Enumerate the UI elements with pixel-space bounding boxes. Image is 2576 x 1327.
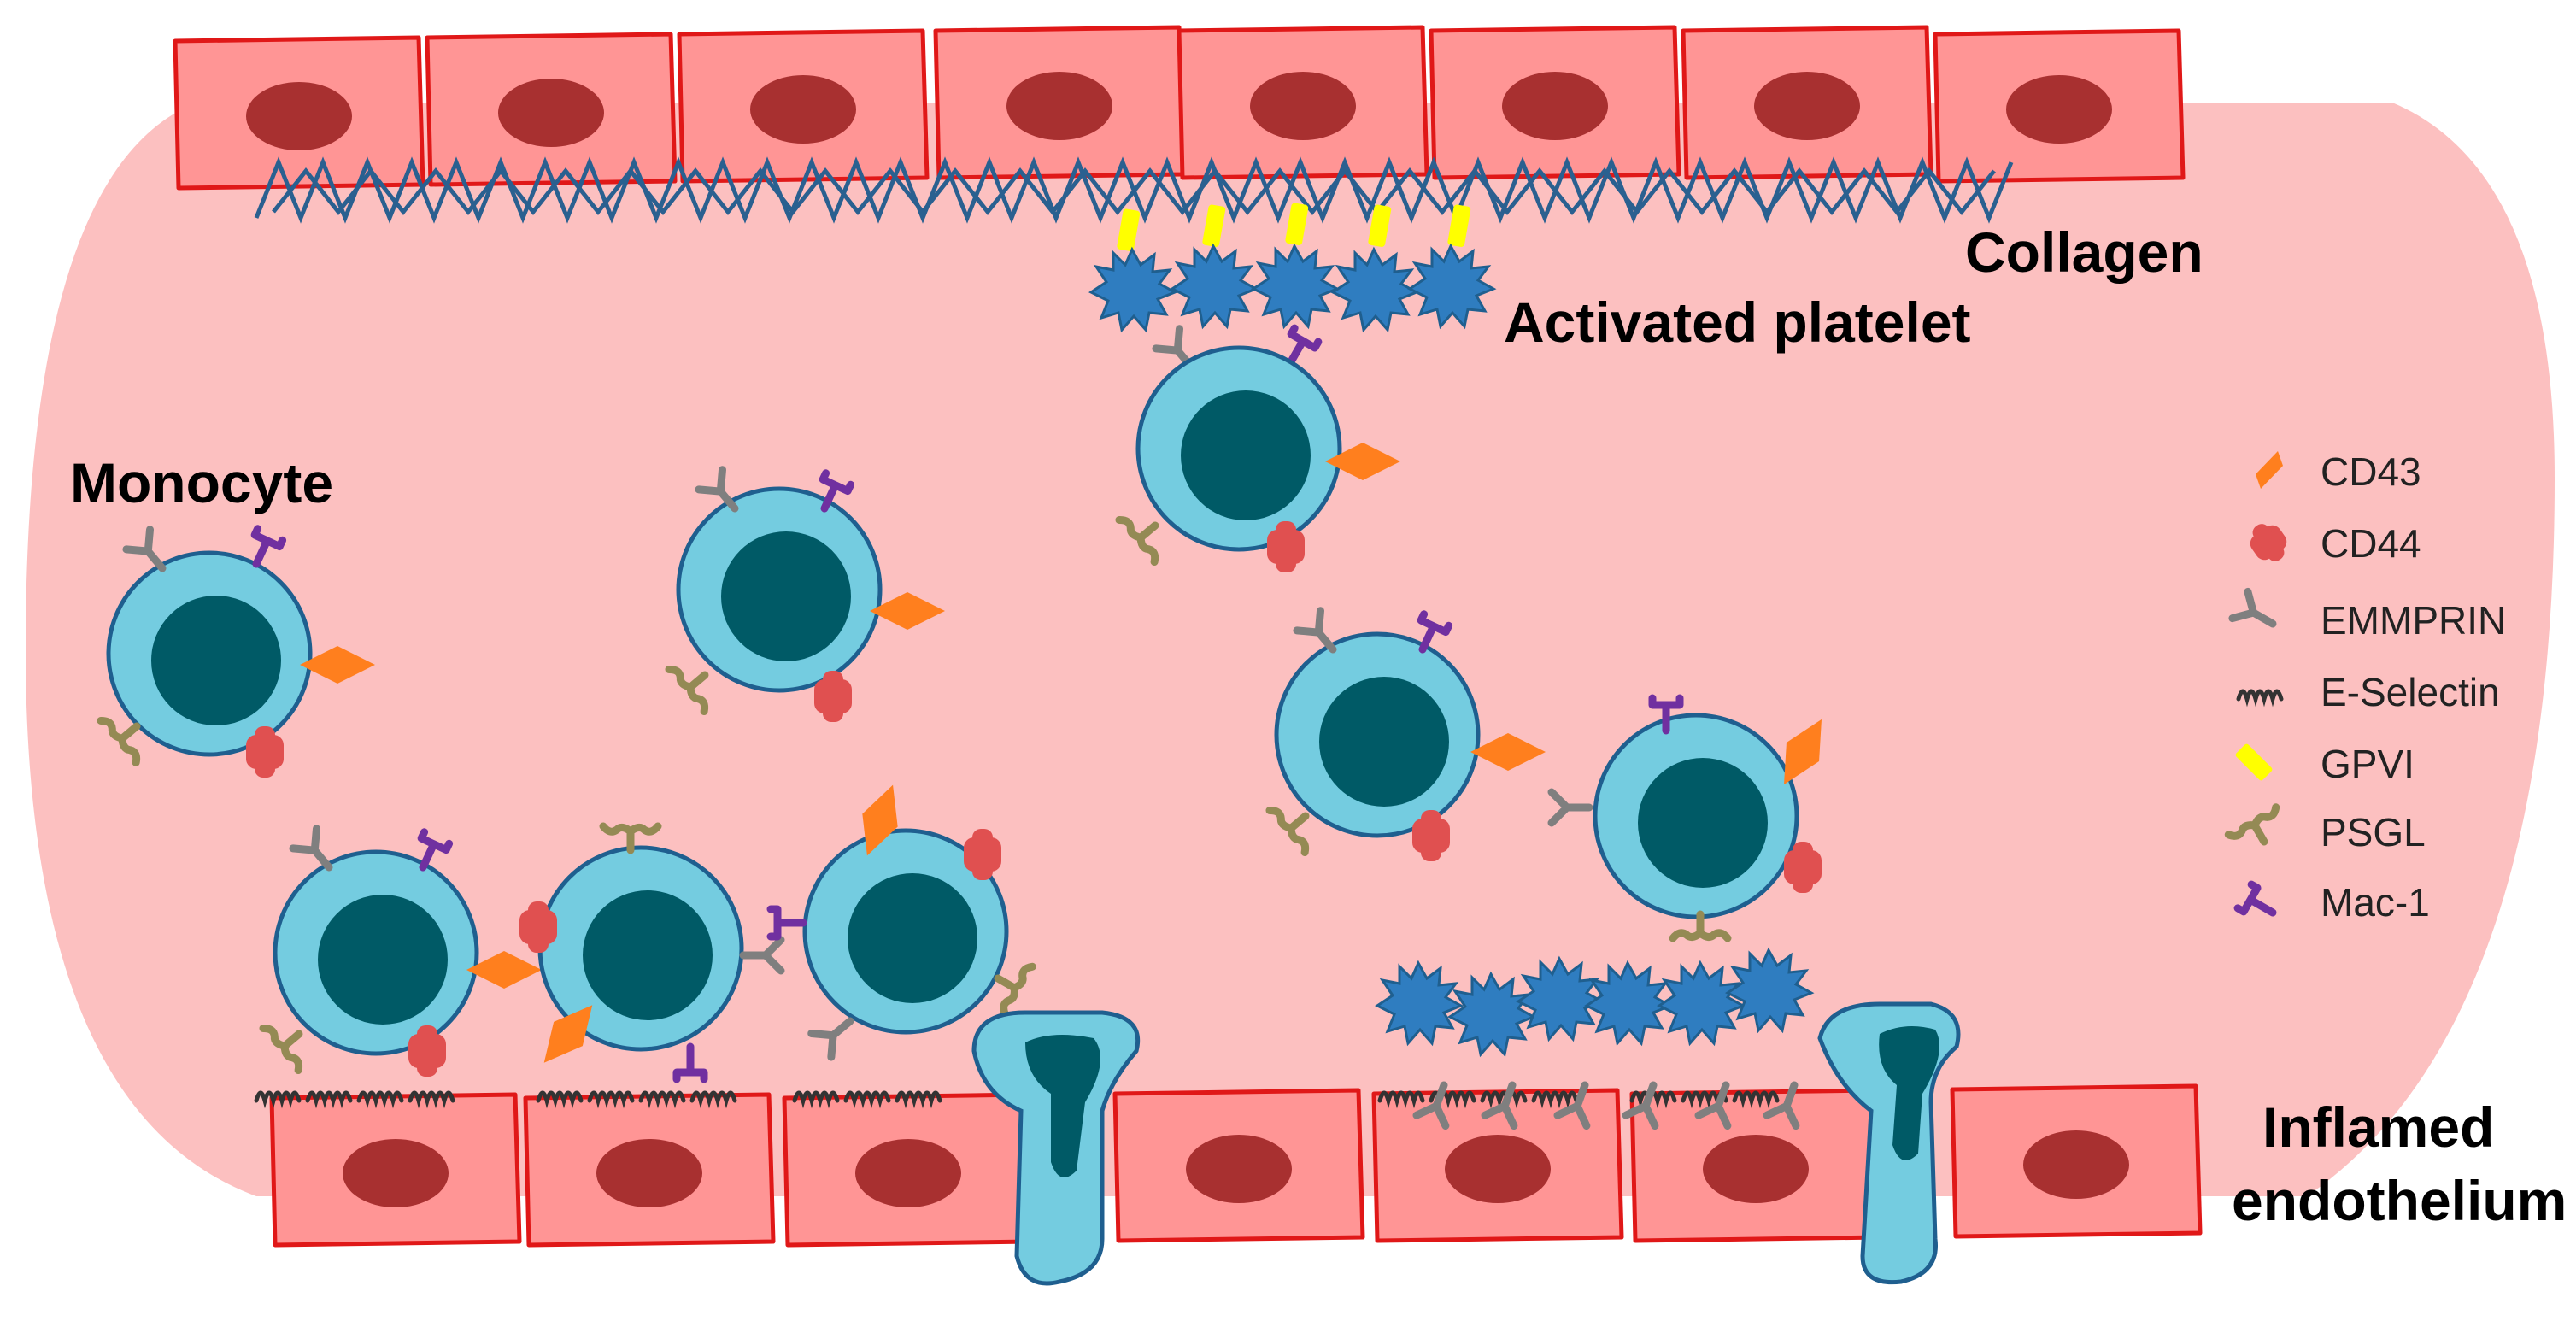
- endothelial-cell: [1632, 1090, 1880, 1241]
- transmigrating-monocyte-1: [971, 1010, 1141, 1286]
- legend-label: E-Selectin: [2321, 670, 2500, 714]
- legend-item: PSGL: [2224, 803, 2426, 854]
- top-endothelium: [175, 27, 2183, 188]
- endothelial-cell: [1431, 27, 1679, 178]
- endothelial-cell: [427, 34, 675, 185]
- collagen-fiber: [272, 167, 1996, 216]
- legend-item: GPVI: [2235, 742, 2415, 786]
- legend-label: PSGL: [2321, 810, 2426, 854]
- endothelial-cell: [525, 1095, 773, 1245]
- zigzag-icon: [2236, 689, 2284, 708]
- endothelial-cell: [175, 38, 423, 188]
- endothelial-cell: [272, 1095, 519, 1245]
- activated-platelet-label: Activated platelet: [1504, 291, 1971, 354]
- legend-item: E-Selectin: [2236, 670, 2500, 714]
- monocyte-label: Monocyte: [70, 451, 333, 514]
- endothelial-cell: [936, 27, 1183, 178]
- endothelial-cell: [1952, 1086, 2200, 1236]
- legend-label: EMMPRIN: [2321, 598, 2506, 643]
- monocyte: [275, 852, 477, 1054]
- wavy-y-icon: [2224, 803, 2280, 846]
- y-receptor-icon: [2228, 587, 2277, 628]
- monocyte: [1138, 348, 1340, 549]
- monocyte: [678, 489, 880, 690]
- legend-item: CD43: [2256, 449, 2421, 494]
- endothelial-cell: [1179, 27, 1427, 178]
- transmigrating-monocyte-2: [1817, 1001, 1961, 1285]
- legend-item: Mac-1: [2233, 880, 2430, 925]
- endothelial-cell: [784, 1095, 1032, 1245]
- legend-label: Mac-1: [2321, 880, 2430, 925]
- clover-icon: [2250, 524, 2287, 561]
- t-receptor-icon: [2233, 880, 2277, 917]
- endothelial-cell: [1683, 27, 1931, 178]
- endothelial-cell: [1115, 1090, 1363, 1241]
- diamond-icon: [2256, 451, 2283, 489]
- collagen-label: Collagen: [1965, 220, 2203, 284]
- endothelial-cell: [679, 31, 927, 181]
- collagen-fibers: [254, 156, 2014, 224]
- endothelial-cell: [1935, 31, 2183, 181]
- legend-label: GPVI: [2321, 742, 2415, 786]
- monocyte: [1595, 715, 1797, 917]
- monocyte: [1276, 634, 1478, 836]
- legend: CD43 CD44 EMMPRIN E-Selectin GPVI: [2224, 449, 2506, 925]
- legend-label: CD43: [2321, 449, 2421, 494]
- bar-icon: [2235, 743, 2273, 781]
- legend-item: EMMPRIN: [2228, 587, 2506, 643]
- inflamed-endothelium-label-line2: endothelium: [2232, 1169, 2567, 1232]
- legend-label: CD44: [2321, 521, 2421, 566]
- inflamed-endothelium-label-line1: Inflamed: [2262, 1095, 2494, 1159]
- legend-item: CD44: [2250, 521, 2421, 566]
